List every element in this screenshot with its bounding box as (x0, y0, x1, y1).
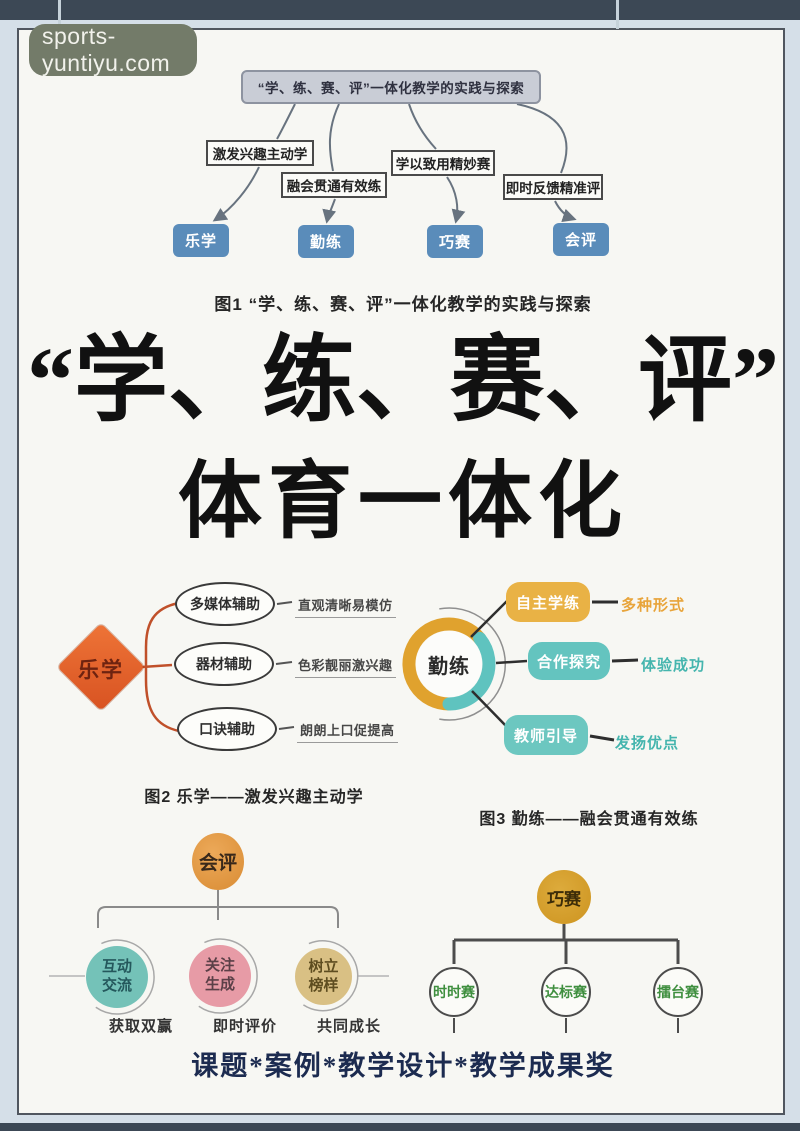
fig2-lexue-label: 乐学 (78, 659, 124, 682)
fig2-node-equipment: 器材辅助 (174, 642, 274, 686)
watermark-text: sports-yuntiyu.com (42, 23, 171, 76)
fig1-node-qiaosai: 巧赛 (427, 225, 483, 258)
fig3-box-cooperation: 合作探究 (528, 642, 610, 680)
fig4-circle-generation-text: 关注生成 (204, 957, 235, 993)
bottom-window-bar (0, 1123, 800, 1131)
fig2-label-1: 色彩靓丽激兴趣 (295, 655, 396, 678)
poster-page: “学、练、赛、评”一体化教学的实践与探索 激发兴趣主动学 融会贯通有效练 学以致… (17, 28, 785, 1115)
footer-awards-text: 课题*案例*教学设计*教学成果奖 (191, 1051, 615, 1081)
fig1-node-huiping: 会评 (553, 223, 609, 256)
fig1-caption: 图1 “学、练、赛、评”一体化教学的实践与探索 (214, 295, 592, 314)
fig2-label-2: 朗朗上口促提高 (297, 720, 398, 743)
fig3-qinlian-circle: 勤练 (416, 631, 482, 697)
fig2-caption: 图2 乐学——激发兴趣主动学 (144, 789, 364, 806)
fig2-node-multimedia: 多媒体辅助 (175, 582, 275, 626)
fig4-circle-role-model-text: 树立榜样 (308, 957, 339, 994)
watermark-badge: sports-yuntiyu.com (29, 23, 197, 76)
fig4-label-0: 获取双赢 (108, 1018, 173, 1035)
top-bar-divider-left (58, 0, 61, 29)
fig5-circle-timed-contest: 时时赛 (429, 967, 479, 1017)
top-bar-divider-right (616, 0, 619, 29)
fig1-branch-qinlian: 融会贯通有效练 (281, 172, 387, 198)
fig5-circle-standard-contest: 达标赛 (541, 967, 591, 1017)
fig1-node-qinlian: 勤练 (298, 225, 354, 258)
fig2-label-0: 直观清晰易模仿 (295, 595, 396, 618)
fig5-qiaosai-circle: 巧赛 (537, 870, 591, 924)
fig3-label-2: 发扬优点 (615, 735, 680, 752)
main-title-line1: “学、练、赛、评” (26, 329, 779, 433)
fig3-caption: 图3 勤练——融会贯通有效练 (479, 811, 699, 828)
fig3-label-1: 体验成功 (641, 657, 706, 674)
fig4-huiping-circle: 会评 (192, 833, 244, 890)
fig4-label-2: 共同成长 (316, 1018, 381, 1035)
fig5-circle-arena-contest: 擂台赛 (653, 967, 703, 1017)
fig1-branch-lexue: 激发兴趣主动学 (206, 140, 314, 166)
fig2-node-mnemonic: 口诀辅助 (177, 707, 277, 751)
top-window-bar (0, 0, 800, 20)
fig4-label-1: 即时评价 (212, 1018, 277, 1035)
fig1-branch-huiping: 即时反馈精准评 (503, 174, 603, 200)
fig1-root-box: “学、练、赛、评”一体化教学的实践与探索 (241, 70, 541, 104)
fig3-label-0: 多种形式 (621, 597, 686, 614)
fig3-box-teacher-guide: 教师引导 (504, 715, 588, 755)
fig1-branch-qiaosai: 学以致用精妙赛 (391, 150, 495, 176)
fig4-circle-interaction-text: 互动交流 (101, 958, 132, 994)
fig4-circle-generation: 关注生成 (189, 945, 251, 1007)
main-title-line2: 体育一体化 (177, 456, 628, 549)
fig4-circle-interaction: 互动交流 (86, 946, 148, 1008)
fig1-node-lexue: 乐学 (173, 224, 229, 257)
fig3-box-self-practice: 自主学练 (506, 582, 590, 622)
fig4-circle-role-model: 树立榜样 (295, 948, 352, 1005)
